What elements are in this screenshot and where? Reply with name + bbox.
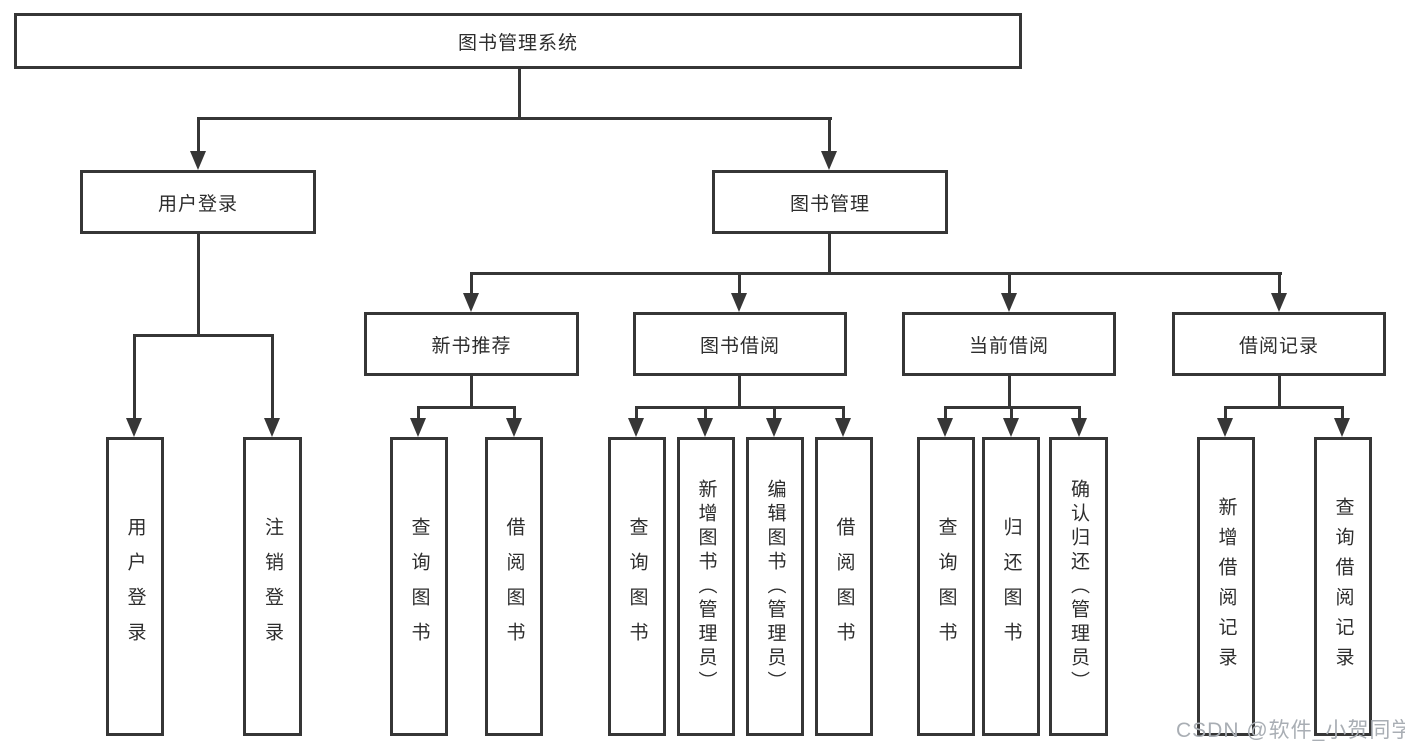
arrow-down-icon	[937, 418, 953, 437]
arrow-down-icon	[1334, 418, 1350, 437]
connector-book-management-stub	[828, 234, 831, 275]
leaf-query-books: 查询图书	[917, 437, 975, 736]
connector-group-rail	[417, 406, 516, 409]
leaf-query-books: 查询图书	[608, 437, 666, 736]
connector-level2-rail	[197, 117, 832, 120]
connector-stem-group	[738, 272, 741, 305]
connector-stem-book-management	[828, 117, 831, 159]
node-book-management: 图书管理	[712, 170, 948, 234]
leaf-query-books: 查询图书	[390, 437, 448, 736]
arrow-down-icon	[731, 293, 747, 312]
arrow-down-icon	[821, 151, 837, 170]
arrow-down-icon	[264, 418, 280, 437]
csdn-watermark: CSDN @软件_小贺同学	[1176, 719, 1405, 742]
node-new-book-recommend: 新书推荐	[364, 312, 579, 376]
connector-stem-leaf	[271, 334, 274, 429]
arrow-down-icon	[410, 418, 426, 437]
connector-groups-rail	[470, 272, 1282, 275]
connector-stem-group	[1278, 272, 1281, 305]
leaf-user-login: 用户登录	[106, 437, 164, 736]
connector-stem-group	[470, 272, 473, 305]
leaf-query-borrow-record: 查询借阅记录	[1314, 437, 1372, 736]
connector-group-stub	[470, 376, 473, 409]
arrow-down-icon	[190, 151, 206, 170]
leaf-edit-books-admin: 编辑图书（管理员）	[746, 437, 804, 736]
connector-user-login-stub	[197, 234, 200, 336]
node-user-login: 用户登录	[80, 170, 316, 234]
connector-group-rail	[1224, 406, 1344, 409]
arrow-down-icon	[1217, 418, 1233, 437]
arrow-down-icon	[766, 418, 782, 437]
connector-stem-user-login	[197, 117, 200, 159]
connector-root-stub	[518, 69, 521, 119]
leaf-return-books: 归还图书	[982, 437, 1040, 736]
arrow-down-icon	[1001, 293, 1017, 312]
arrow-down-icon	[1071, 418, 1087, 437]
leaf-add-books-admin: 新增图书（管理员）	[677, 437, 735, 736]
leaf-confirm-return-admin: 确认归还（管理员）	[1049, 437, 1108, 736]
node-current-borrowing: 当前借阅	[902, 312, 1116, 376]
arrow-down-icon	[126, 418, 142, 437]
leaf-add-borrow-record: 新增借阅记录	[1197, 437, 1255, 736]
node-library-management-system: 图书管理系统	[14, 13, 1022, 69]
leaf-logout: 注销登录	[243, 437, 302, 736]
connector-group-stub	[738, 376, 741, 409]
connector-user-login-rail	[133, 334, 274, 337]
arrow-down-icon	[506, 418, 522, 437]
connector-group-rail	[635, 406, 845, 409]
leaf-borrow-books: 借阅图书	[485, 437, 543, 736]
arrow-down-icon	[835, 418, 851, 437]
connector-group-stub	[1008, 376, 1011, 409]
node-book-borrowing: 图书借阅	[633, 312, 847, 376]
arrow-down-icon	[1271, 293, 1287, 312]
arrow-down-icon	[628, 418, 644, 437]
connector-stem-group	[1008, 272, 1011, 305]
arrow-down-icon	[1003, 418, 1019, 437]
node-borrowing-records: 借阅记录	[1172, 312, 1386, 376]
arrow-down-icon	[697, 418, 713, 437]
arrow-down-icon	[463, 293, 479, 312]
connector-stem-leaf	[133, 334, 136, 429]
connector-group-stub	[1278, 376, 1281, 409]
leaf-borrow-books: 借阅图书	[815, 437, 873, 736]
